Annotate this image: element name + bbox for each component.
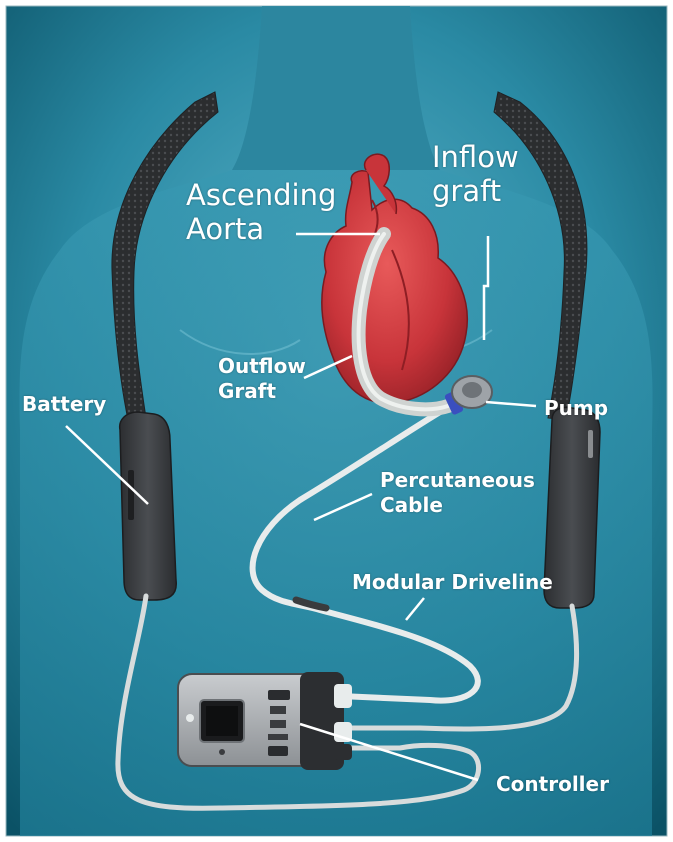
battery-icon: [120, 412, 177, 600]
label-inflow-graft: Inflow graft: [432, 140, 519, 208]
label-outflow-graft-line-1: Outflow: [218, 354, 306, 379]
label-outflow-graft: Outflow Graft: [218, 354, 306, 404]
label-battery: Battery: [22, 392, 106, 417]
label-pump: Pump: [544, 396, 608, 421]
label-inflow-graft-line-1: Inflow: [432, 140, 519, 174]
label-modular-driveline: Modular Driveline: [352, 570, 553, 595]
label-percutaneous-cable-line-2: Cable: [380, 493, 535, 518]
label-inflow-graft-line-2: graft: [432, 174, 519, 208]
label-percutaneous-cable: Percutaneous Cable: [380, 468, 535, 518]
label-outflow-graft-line-2: Graft: [218, 379, 306, 404]
label-percutaneous-cable-line-1: Percutaneous: [380, 468, 535, 493]
controller-icon: [178, 672, 352, 770]
screen-icon: [200, 700, 244, 742]
label-controller: Controller: [496, 772, 609, 797]
label-ascending-aorta-line-1: Ascending: [186, 178, 336, 212]
label-ascending-aorta: Ascending Aorta: [186, 178, 336, 246]
label-ascending-aorta-line-2: Aorta: [186, 212, 336, 246]
neck-shadow: [232, 6, 440, 170]
